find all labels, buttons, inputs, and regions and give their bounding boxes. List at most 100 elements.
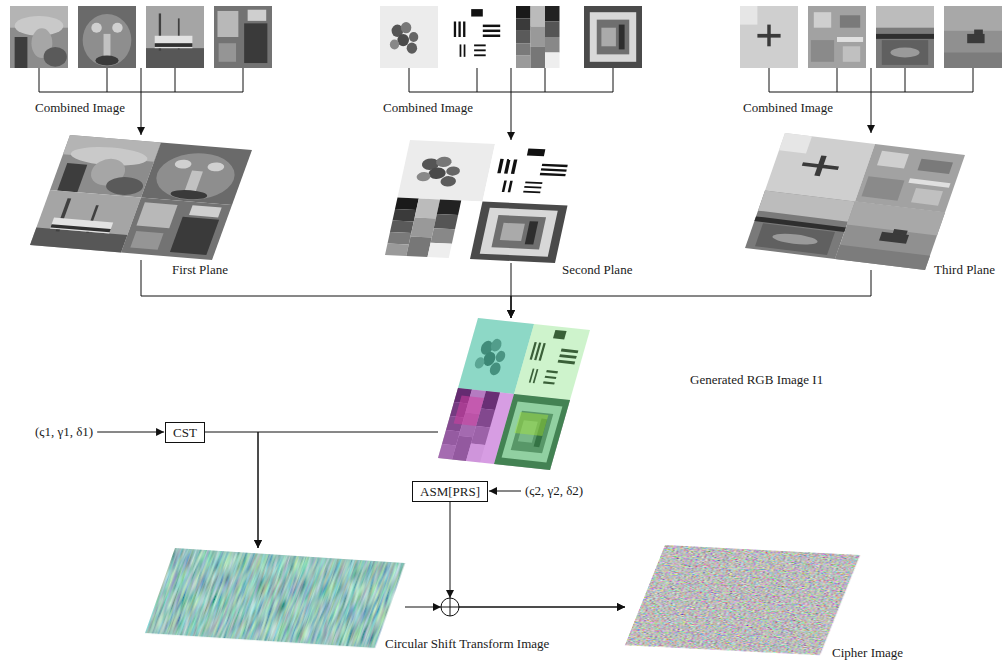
thumbnail-image [740, 6, 798, 68]
photo-detail [155, 36, 193, 48]
photo-detail [407, 43, 417, 54]
photo-detail [439, 176, 457, 187]
photo-ground [765, 133, 875, 202]
photo-detail [755, 223, 835, 255]
photo-detail [882, 40, 928, 65]
photo-detail [95, 56, 118, 66]
photo-detail [395, 198, 419, 211]
image-picture [740, 6, 1002, 68]
noise-image [145, 548, 405, 648]
photo-detail [911, 188, 943, 206]
photo-detail [206, 162, 226, 172]
photo-ground [214, 6, 272, 68]
photo-ground [380, 6, 438, 68]
photo-ground [855, 144, 965, 213]
connector [258, 432, 438, 548]
photo-detail [415, 199, 440, 219]
thumbnail-image [10, 6, 68, 68]
image-picture [380, 6, 642, 68]
photo-detail [50, 224, 110, 232]
thumbnail-image [448, 6, 506, 68]
photo-detail [170, 217, 219, 255]
process-box: ASM[PRS] [412, 481, 488, 502]
photo-detail [103, 176, 146, 197]
photo-detail [401, 22, 411, 33]
photo-detail [597, 20, 629, 55]
photo-detail [516, 18, 531, 30]
thumbnail-image [214, 6, 272, 68]
photo-detail [918, 159, 954, 174]
image-plane: First Plane [30, 135, 252, 260]
photo-detail [525, 181, 542, 184]
photo-detail [944, 6, 1002, 31]
photo-detail [434, 214, 458, 229]
photo-detail [458, 22, 460, 38]
photo-detail [112, 23, 122, 33]
photo-detail [531, 47, 546, 68]
photo-detail [437, 200, 461, 215]
photo-detail [500, 223, 525, 241]
photo-detail [463, 22, 465, 38]
photo-detail [545, 22, 560, 38]
image-picture [438, 318, 590, 470]
photo-detail [390, 39, 399, 49]
photo-detail [540, 173, 566, 177]
thumbnail-image [808, 6, 866, 68]
thumbnail-image [516, 6, 574, 68]
photo-detail [474, 54, 486, 56]
photo-ground [740, 6, 798, 68]
photo-detail [545, 53, 560, 69]
image-picture [30, 135, 252, 260]
photo-detail [244, 23, 267, 63]
photo-detail [435, 156, 453, 167]
perspective-image [385, 140, 580, 263]
image-picture [10, 6, 272, 68]
perspective-image [145, 548, 405, 648]
photo-detail [877, 151, 909, 169]
photo-detail [545, 37, 560, 53]
photo-detail [862, 176, 905, 201]
photo-detail [504, 159, 511, 174]
perspective-image [30, 135, 252, 260]
transform-image: Circular Shift Transform Image [145, 548, 405, 648]
photo-detail [531, 26, 546, 46]
photo-ground [398, 140, 496, 202]
photo-detail [524, 186, 541, 189]
photo-ground [30, 190, 141, 253]
photo-detail [474, 44, 486, 46]
image-caption: Circular Shift Transform Image [385, 636, 549, 651]
photo-detail [891, 48, 920, 58]
photo-detail [30, 227, 127, 252]
image-group: Combined Image [740, 6, 1002, 68]
photo-detail [480, 208, 558, 257]
photo-ground [448, 6, 506, 68]
process-box: CST [165, 422, 205, 443]
photo-detail [149, 150, 242, 203]
thumbnail-image [380, 6, 438, 68]
photo-detail [814, 155, 826, 176]
photo-detail [217, 11, 238, 37]
photo-detail [511, 159, 518, 174]
photo-detail [497, 159, 504, 174]
parameter-label: (ς2, γ2, δ2) [525, 483, 583, 498]
photo-detail [523, 191, 540, 194]
photo-ground [483, 144, 581, 206]
photo-detail [104, 34, 111, 59]
image-group: Combined Image [380, 6, 642, 68]
thumbnail-image [944, 6, 1002, 68]
bracket-line [39, 68, 243, 92]
photo-detail [169, 189, 209, 201]
photo-detail [516, 43, 531, 55]
photo-detail [542, 164, 568, 168]
photo-detail [91, 23, 101, 33]
photo-detail [944, 53, 1002, 69]
photo-detail [416, 172, 432, 182]
photo-ground [745, 191, 855, 260]
image-caption: Combined Image [743, 100, 833, 115]
thumbnail-image [876, 6, 934, 68]
image-picture [385, 140, 580, 263]
image-caption: Generated RGB Image I1 [690, 372, 823, 387]
connector [871, 68, 872, 133]
photo-detail [146, 48, 204, 68]
photo-detail [184, 171, 203, 194]
